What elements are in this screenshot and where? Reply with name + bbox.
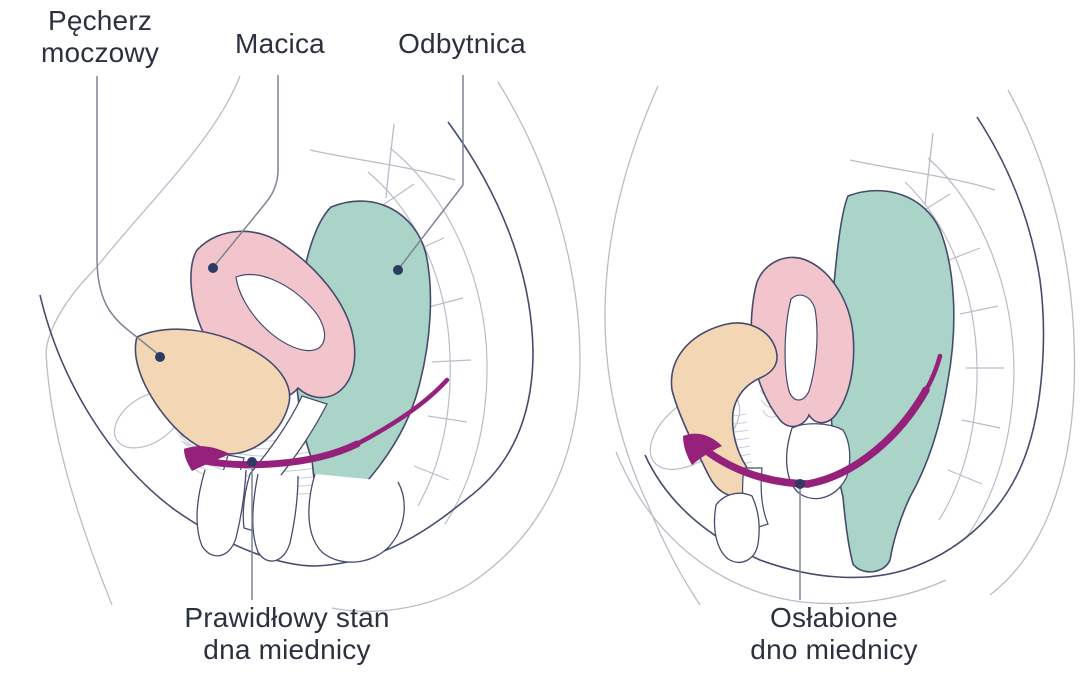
pelvic-floor-muscle	[696, 442, 812, 488]
sacrum-outline	[367, 171, 451, 507]
perineal-structure	[308, 473, 405, 563]
iliac-crest-line	[849, 159, 996, 191]
perineal-structures	[196, 469, 405, 563]
marker-dot-uterus	[208, 263, 218, 273]
caption-weakened-pelvic-floor: Osłabione dno miednicy	[750, 602, 918, 665]
caption-normal-pelvic-floor: Prawidłowy stan dna miednicy	[184, 602, 390, 665]
leader-line-bladder	[96, 76, 159, 355]
marker-dot-pelvic-floor	[795, 479, 805, 489]
sacrum-outline	[389, 147, 488, 525]
leader-line-rectum	[399, 75, 464, 268]
label-uterus: Macica	[235, 28, 325, 59]
sacrum-group	[904, 157, 1015, 539]
vertebra-separator	[424, 297, 464, 309]
vertebra-separator	[959, 305, 999, 315]
bladder-shape	[134, 328, 291, 455]
body-contour-group	[604, 85, 1076, 606]
label-bladder: Pęcherz moczowy	[40, 5, 160, 68]
vertebra-separator	[382, 183, 415, 206]
marker-dot-rectum	[393, 265, 403, 275]
uterine-cavity	[784, 294, 818, 401]
body-contour-line	[331, 81, 581, 612]
vertebra-separator	[961, 419, 1001, 429]
body-contour-line	[45, 75, 241, 606]
marker-dots	[155, 263, 403, 467]
sacrum-group	[367, 147, 488, 525]
vertebra-separator	[413, 465, 450, 481]
body-contour-line	[989, 89, 1076, 596]
marker-dot-pelvic-floor	[247, 457, 257, 467]
figure-normal-pelvic-floor	[39, 75, 581, 612]
figure-weakened-pelvic-floor	[604, 85, 1076, 606]
vertebra-separator	[427, 415, 468, 423]
body-contour-line	[604, 85, 701, 606]
leader-line-uterus	[215, 75, 279, 265]
body-contour-group	[45, 75, 581, 612]
iliac-crest-line	[385, 123, 395, 199]
perineal-structure	[713, 492, 760, 563]
pelvic-cavity-outline	[39, 121, 534, 567]
pelvic-floor-muscle	[804, 386, 930, 488]
vaginal-canal	[786, 423, 851, 500]
uterine-cavity	[235, 273, 326, 352]
perineal-structure	[252, 473, 299, 562]
vertebra-separator	[943, 247, 981, 263]
marker-dot-bladder	[155, 352, 165, 362]
pelvic-floor-muscle	[186, 440, 361, 469]
pelvic-floor-muscle	[354, 377, 450, 447]
label-rectum: Odbytnica	[398, 28, 526, 59]
vertebra-separator	[947, 469, 983, 485]
iliac-crest-line	[924, 132, 934, 206]
leader-lines	[96, 75, 464, 600]
iliac-crest-line	[309, 149, 456, 181]
body-contour-line	[615, 451, 947, 605]
vertebra-separator	[431, 359, 472, 363]
pelvic-floor-muscle	[923, 353, 943, 393]
sacrum-outline	[927, 157, 1015, 539]
perineal-structure	[196, 469, 247, 557]
